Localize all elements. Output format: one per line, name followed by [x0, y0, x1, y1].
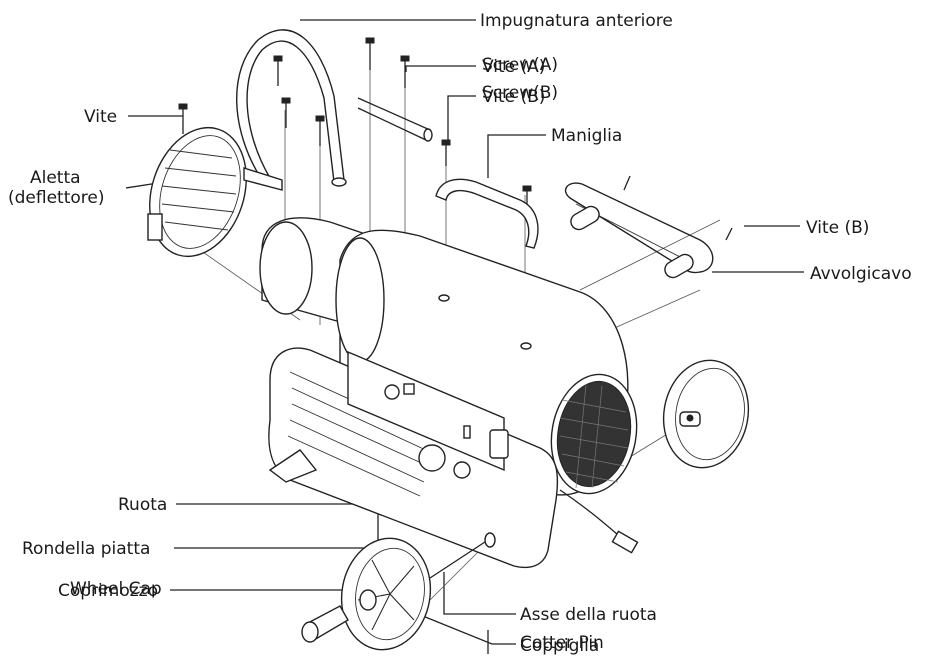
label-screw-a-en: Screw(A)	[482, 55, 558, 75]
label-wheel-cap-en: Wheel Cap	[70, 579, 162, 599]
label-front-handle: Impugnatura anteriore	[480, 11, 673, 31]
front-handle-part	[236, 29, 433, 187]
right-wheel-part	[662, 359, 750, 469]
leader-axle	[443, 572, 516, 615]
screws	[178, 37, 733, 241]
label-wheel-axle: Asse della ruota	[520, 605, 657, 625]
heater-body	[259, 217, 639, 569]
carry-handle-part	[435, 178, 539, 350]
label-flat-washer: Rondella piatta	[22, 539, 150, 559]
labels: Impugnatura anteriore Screw(A) Vite (A) …	[8, 11, 912, 656]
label-cotter-pin-en: Cotter Pin	[520, 633, 604, 653]
label-cord-wrap: Avvolgicavo	[810, 264, 912, 284]
louver-part	[147, 126, 283, 258]
label-screw-b-right: Vite (B)	[806, 218, 869, 238]
label-louver-line1: Aletta	[30, 168, 81, 188]
label-screw-a-it: Vite (A)	[482, 57, 545, 77]
leader-screw-b	[447, 95, 476, 145]
label-cotter-pin-it: Coppiglia	[520, 636, 599, 656]
label-screw-b-en: Screw(B)	[482, 83, 558, 103]
label-screw-b-it: Vite (B)	[482, 87, 545, 107]
left-wheel-part	[301, 532, 496, 654]
label-handle: Maniglia	[551, 126, 622, 146]
label-screw: Vite	[84, 107, 117, 127]
label-louver-line2: (deflettore)	[8, 188, 105, 208]
leader-cotter-pin	[407, 609, 516, 645]
cord-wrap-part	[564, 182, 714, 279]
leader-wheel	[176, 503, 379, 542]
leader-handle	[487, 134, 546, 178]
label-wheel-cap-it: Coprimozzo	[58, 581, 158, 601]
leader-screw-a	[405, 65, 476, 72]
label-wheel: Ruota	[118, 495, 167, 515]
